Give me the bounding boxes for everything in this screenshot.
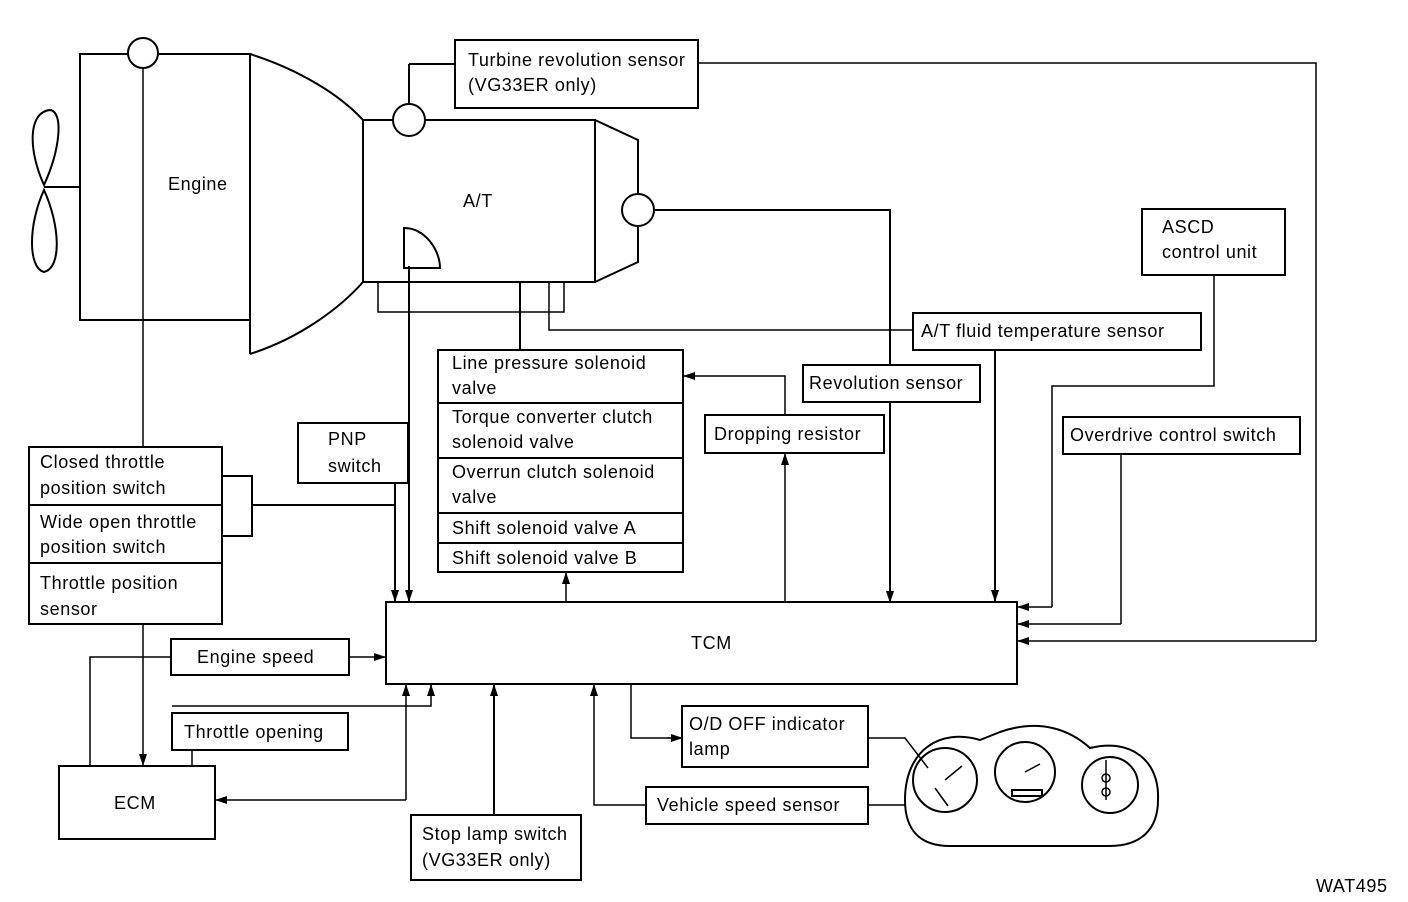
dropping-resistor-box xyxy=(704,414,885,454)
turbine-revolution-sensor-box xyxy=(454,39,699,109)
engine-speed-sensor-icon xyxy=(127,37,159,69)
vehicle-speed-label: Vehicle speed sensor xyxy=(657,795,840,815)
stop-lamp-switch-box xyxy=(410,814,582,881)
shift-a-label: Shift solenoid valve A xyxy=(452,518,636,538)
torque-converter-line2: solenoid valve xyxy=(452,432,574,452)
ascd-control-unit-box xyxy=(1141,208,1286,276)
engine-block: Engine xyxy=(79,53,364,355)
overrun-clutch-line1: Overrun clutch solenoid xyxy=(452,462,655,482)
tps-line1: Throttle position xyxy=(40,573,178,593)
wide-open-line2: position switch xyxy=(40,537,166,557)
pnp-switch-box xyxy=(297,422,409,484)
turbine-sensor-icon xyxy=(392,103,426,137)
at-block: A/T xyxy=(362,119,639,313)
pnp-line1: PNP xyxy=(328,429,367,449)
shift-b-label: Shift solenoid valve B xyxy=(452,548,637,568)
dropping-resistor-label: Dropping resistor xyxy=(714,424,861,444)
overdrive-control-switch-box xyxy=(1062,416,1301,455)
ecm-label: ECM xyxy=(114,793,156,813)
tps-line2: sensor xyxy=(40,599,98,619)
tcm-label: TCM xyxy=(691,633,732,653)
od-off-line2: lamp xyxy=(689,739,730,759)
at-label: A/T xyxy=(463,191,493,211)
figure-id: WAT495 xyxy=(1316,876,1388,896)
instrument-cluster-icon xyxy=(903,724,1160,847)
revolution-sensor-icon xyxy=(621,193,655,227)
throttle-opening-label: Throttle opening xyxy=(184,722,324,742)
od-off-indicator-lamp-box xyxy=(681,705,869,768)
fluid-temp-label: A/T fluid temperature sensor xyxy=(921,321,1165,341)
solenoid-valve-group: Line pressure solenoid valve Torque conv… xyxy=(437,349,684,573)
line-pressure-line2: valve xyxy=(452,378,497,398)
turbine-sensor-line2: (VG33ER only) xyxy=(468,75,597,95)
ascd-line1: ASCD xyxy=(1162,217,1214,237)
closed-throttle-line1: Closed throttle xyxy=(40,452,165,472)
engine-speed-box xyxy=(170,638,350,676)
od-off-line1: O/D OFF indicator xyxy=(689,714,845,734)
overrun-clutch-line2: valve xyxy=(452,487,497,507)
pnp-quadrant-icon xyxy=(403,226,442,269)
revolution-sensor-box xyxy=(802,364,981,403)
line-pressure-line1: Line pressure solenoid xyxy=(452,353,646,373)
at-fluid-temperature-sensor-box xyxy=(912,312,1202,351)
engine-speed-label: Engine speed xyxy=(197,647,314,667)
engine-label: Engine xyxy=(168,174,228,194)
closed-throttle-line2: position switch xyxy=(40,478,166,498)
throttle-opening-box xyxy=(171,712,349,751)
pnp-line2: switch xyxy=(328,456,382,476)
torque-converter-line1: Torque converter clutch xyxy=(452,407,653,427)
tcm-box xyxy=(385,601,1018,685)
throttle-switch-group: Closed throttle position switch Wide ope… xyxy=(28,446,223,625)
wide-open-line1: Wide open throttle xyxy=(40,512,197,532)
turbine-sensor-line1: Turbine revolution sensor xyxy=(468,50,685,70)
fan-icon xyxy=(31,108,80,274)
stop-lamp-line2: (VG33ER only) xyxy=(422,850,551,870)
revolution-sensor-label: Revolution sensor xyxy=(809,373,963,393)
stop-lamp-line1: Stop lamp switch xyxy=(422,824,568,844)
overdrive-switch-label: Overdrive control switch xyxy=(1070,425,1276,445)
ascd-line2: control unit xyxy=(1162,242,1257,262)
